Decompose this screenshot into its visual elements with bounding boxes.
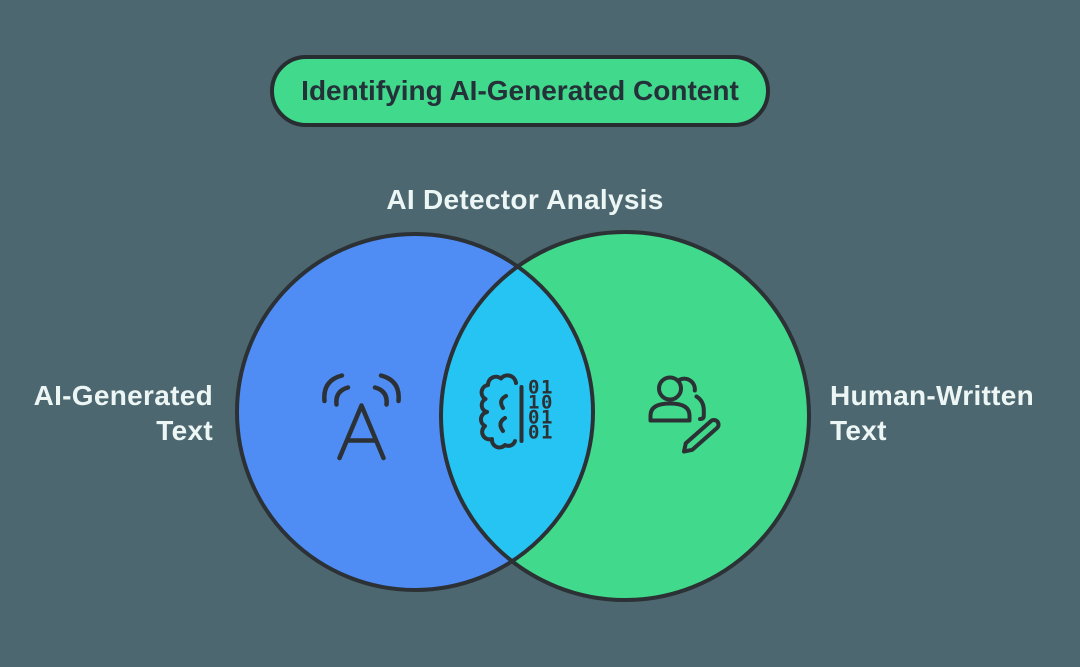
left-circle-outline [235,232,595,592]
right-label-line-2: Text [830,415,887,446]
left-label-line-2: Text [156,415,213,446]
left-label-line-1: AI-Generated [33,380,213,411]
front-user-head [657,375,683,402]
title-pill: Identifying AI-Generated Content [270,55,770,127]
binary-row: 10 [528,392,554,414]
users-pencil-icon [648,375,721,454]
brain-binary-icon: 01 10 01 01 [478,373,554,450]
right-circle-label: Human-Written Text [830,378,1050,448]
front-user-body [648,401,692,423]
signal-wave-right-outer [378,373,401,404]
brain-curl-bottom [498,416,507,433]
letter-a-stroke [337,403,386,461]
right-circle-outline [439,230,811,602]
signal-letter-a-icon [322,373,401,461]
diagram-heading: AI Detector Analysis [386,184,664,215]
intersection-region [441,234,593,590]
back-user-head [677,376,697,393]
left-circle-label: AI-Generated Text [30,378,213,448]
signal-wave-left-outer [322,373,345,404]
title-text: Identifying AI-Generated Content [301,75,739,106]
binary-row: 01 [528,422,554,444]
brain-curl-top [499,394,508,410]
back-user-shoulder [694,394,706,421]
binary-row: 01 [528,407,554,429]
pencil-icon [682,418,721,454]
binary-row: 01 [528,377,554,399]
signal-wave-right-inner [372,385,389,407]
signal-wave-left-inner [334,385,351,407]
brain-outline [478,373,518,450]
right-label-line-1: Human-Written [830,380,1035,411]
